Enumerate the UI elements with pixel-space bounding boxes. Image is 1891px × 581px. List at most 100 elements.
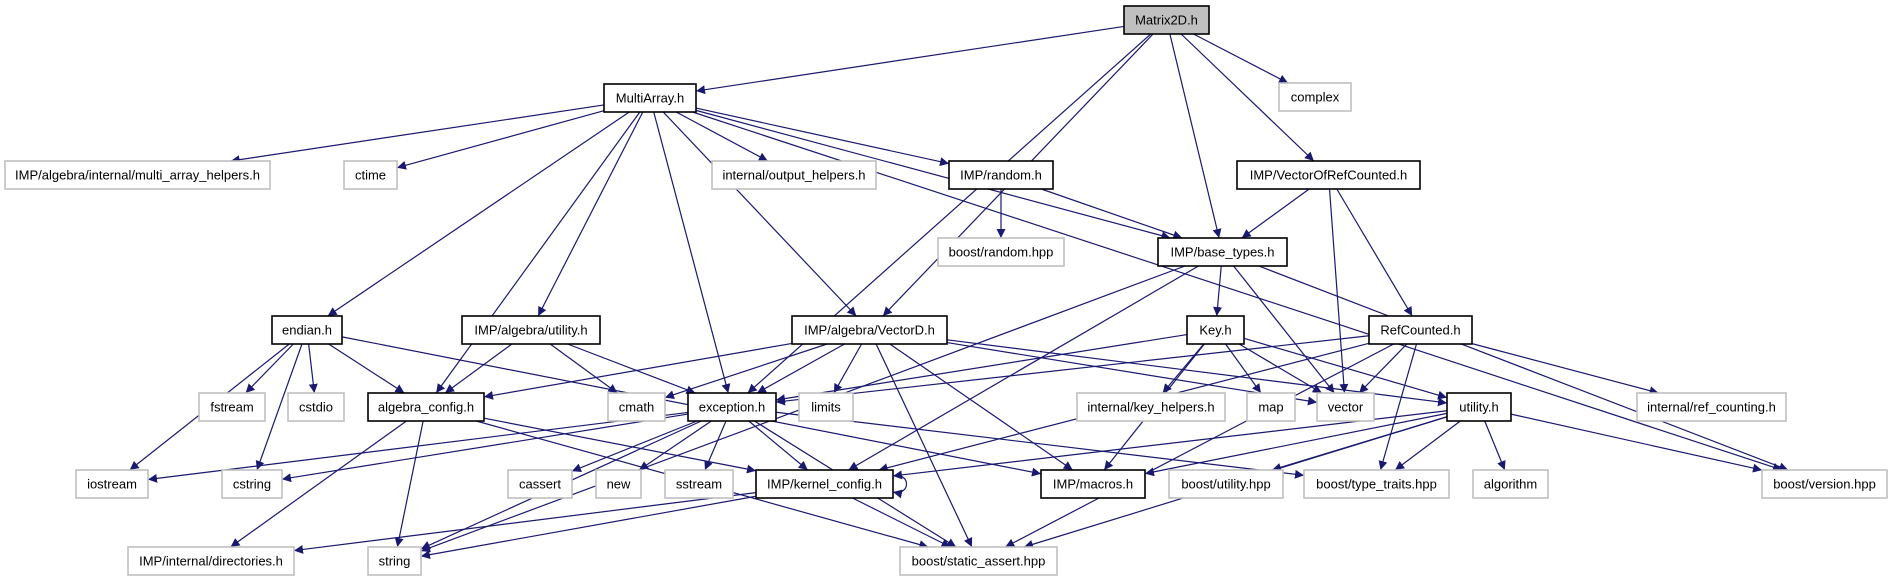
edge-vectord-to-limits	[833, 343, 863, 394]
node-box	[221, 469, 283, 499]
node-ctime[interactable]: ctime	[343, 160, 398, 190]
node-cassert[interactable]: cassert	[507, 469, 573, 499]
node-btraits[interactable]: boost/type_traits.hpp	[1303, 469, 1450, 499]
node-box	[75, 469, 149, 499]
node-outh[interactable]: internal/output_helpers.h	[711, 160, 877, 190]
node-sstream[interactable]: sstream	[664, 469, 734, 499]
node-vorc[interactable]: IMP/VectorOfRefCounted.h	[1236, 160, 1421, 190]
edge-key-to-map	[1225, 343, 1262, 394]
node-iostream[interactable]: iostream	[75, 469, 149, 499]
node-multiarray[interactable]: MultiArray.h	[603, 83, 697, 113]
node-box	[664, 469, 734, 499]
edge-exception-to-kconfig	[748, 420, 809, 471]
node-cmath[interactable]: cmath	[607, 392, 666, 422]
node-label: IMP/kernel_config.h	[767, 477, 882, 492]
edge-vorc-to-basetypes	[1241, 188, 1310, 239]
node-bsassert[interactable]: boost/static_assert.hpp	[899, 546, 1058, 576]
node-label: cstdio	[299, 400, 333, 415]
edge-endian-to-fstream	[245, 343, 294, 394]
node-basetypes[interactable]: IMP/base_types.h	[1157, 237, 1288, 267]
edge-multiarray-to-vectord	[662, 111, 857, 317]
node-label: boost/random.hpp	[949, 245, 1054, 260]
node-keyhelpers[interactable]: internal/key_helpers.h	[1076, 392, 1226, 422]
edge-multiarray-to-outh	[675, 111, 769, 162]
node-mah[interactable]: IMP/algebra/internal/multi_array_helpers…	[4, 160, 271, 190]
edge-key-to-vector	[1238, 343, 1323, 394]
node-label: RefCounted.h	[1380, 323, 1460, 338]
node-box	[343, 160, 398, 190]
node-box	[1186, 315, 1245, 345]
edge-vorc-to-vector	[1328, 188, 1349, 394]
node-box	[287, 392, 345, 422]
node-key[interactable]: Key.h	[1186, 315, 1245, 345]
node-bversion[interactable]: boost/version.hpp	[1761, 469, 1888, 499]
node-vector[interactable]: vector	[1316, 392, 1375, 422]
edge-vectord-to-exception	[756, 343, 845, 394]
node-limits[interactable]: limits	[798, 392, 854, 422]
node-matrix2d[interactable]: Matrix2D.h	[1123, 5, 1210, 35]
node-directories[interactable]: IMP/internal/directories.h	[127, 546, 295, 576]
node-label: vector	[1328, 400, 1364, 415]
node-macros[interactable]: IMP/macros.h	[1040, 469, 1146, 499]
node-refcounted[interactable]: RefCounted.h	[1368, 315, 1473, 345]
node-box	[507, 469, 573, 499]
node-refcounting[interactable]: internal/ref_counting.h	[1636, 392, 1787, 422]
node-string[interactable]: string	[367, 546, 422, 576]
node-box	[1157, 237, 1288, 267]
node-cstdio[interactable]: cstdio	[287, 392, 345, 422]
node-box	[1040, 469, 1146, 499]
edge-kconfig-to-kconfig	[892, 475, 908, 499]
node-exception[interactable]: exception.h	[687, 392, 777, 422]
edge-multiarray-to-random	[695, 107, 950, 167]
edge-kconfig-to-directories	[293, 492, 757, 554]
edge-utility-to-bversion	[1510, 413, 1763, 473]
node-label: boost/version.hpp	[1773, 477, 1876, 492]
node-label: ctime	[355, 168, 386, 183]
edge-aconfig-to-kconfig	[483, 417, 757, 474]
node-endian[interactable]: endian.h	[271, 315, 343, 345]
node-aconfig[interactable]: algebra_config.h	[367, 392, 485, 422]
edge-exception-to-iostream	[147, 411, 689, 483]
edge-multiarray-to-exception	[653, 111, 731, 394]
node-brandom[interactable]: boost/random.hpp	[937, 237, 1065, 267]
node-vectord[interactable]: IMP/algebra/VectorD.h	[791, 315, 948, 345]
edge-basetypes-to-bversion	[1258, 265, 1789, 471]
node-autil[interactable]: IMP/algebra/utility.h	[461, 315, 601, 345]
node-label: complex	[1291, 90, 1340, 105]
edge-multiarray-to-aconfig	[435, 111, 641, 394]
edge-refcounted-to-exception	[775, 335, 1370, 406]
node-map[interactable]: map	[1246, 392, 1296, 422]
node-box	[4, 160, 271, 190]
node-new[interactable]: new	[595, 469, 642, 499]
node-label: limits	[811, 400, 841, 415]
edge-basetypes-to-key	[1213, 265, 1223, 317]
edge-utility-to-algorithm	[1484, 420, 1506, 471]
node-label: endian.h	[282, 323, 332, 338]
node-fstream[interactable]: fstream	[198, 392, 266, 422]
edge-vorc-to-refcounted	[1336, 188, 1413, 317]
edge-exception-to-cassert	[571, 420, 698, 472]
edge-utility-to-btraits	[1394, 420, 1461, 471]
edge-multiarray-to-ctime	[396, 110, 605, 170]
node-kconfig[interactable]: IMP/kernel_config.h	[755, 469, 894, 499]
node-box	[595, 469, 642, 499]
edge-multiarray-to-mah	[230, 104, 605, 165]
edge-endian-to-cstdio	[308, 343, 318, 394]
node-box	[755, 469, 894, 499]
node-random[interactable]: IMP/random.h	[948, 160, 1054, 190]
edge-refcounted-to-btraits	[1378, 343, 1418, 471]
node-label: IMP/VectorOfRefCounted.h	[1250, 168, 1408, 183]
node-box	[1368, 315, 1473, 345]
node-cstring[interactable]: cstring	[221, 469, 283, 499]
edge-autil-to-exception	[567, 343, 696, 394]
node-butility[interactable]: boost/utility.hpp	[1168, 469, 1284, 499]
node-label: algebra_config.h	[378, 400, 474, 415]
node-label: IMP/macros.h	[1053, 477, 1133, 492]
edge-exception-to-btraits	[775, 411, 1305, 479]
node-algorithm[interactable]: algorithm	[1472, 469, 1549, 499]
node-utility[interactable]: utility.h	[1446, 392, 1512, 422]
node-complex[interactable]: complex	[1278, 82, 1352, 112]
node-label: algorithm	[1484, 477, 1537, 492]
node-label: internal/ref_counting.h	[1647, 400, 1776, 415]
